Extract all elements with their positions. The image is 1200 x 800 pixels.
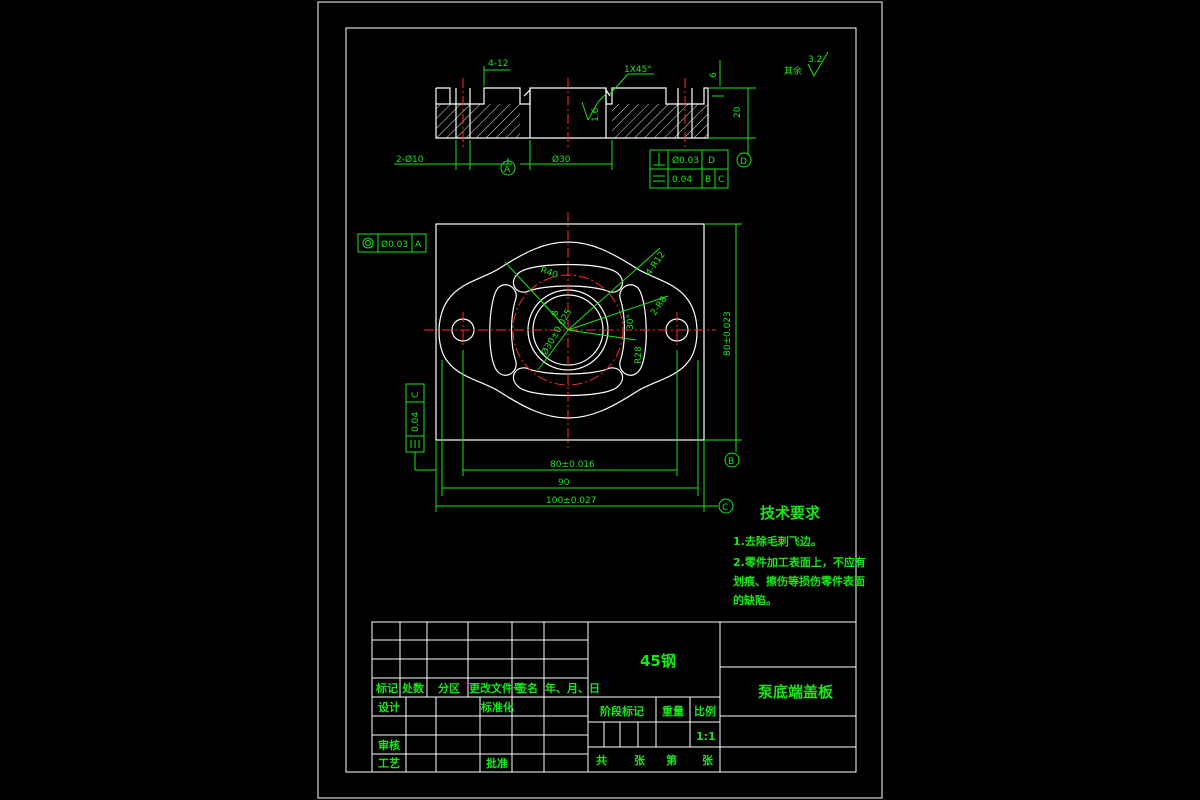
- svg-text:D: D: [708, 156, 715, 166]
- flatness-frame: 0.04 C: [405, 383, 436, 471]
- svg-text:C: C: [718, 175, 724, 185]
- tech-title: 技术要求: [760, 504, 821, 522]
- outer-border: [317, 1, 883, 799]
- hdr-change: 更改文件号: [469, 681, 524, 695]
- width-mid-dim: 90: [558, 478, 570, 488]
- datum-d-label: D: [740, 157, 747, 167]
- section-view: 4-12 2-Ø10 Ø30 1X45° 20 6 1.6 A D Ø0.03 …: [394, 59, 756, 189]
- svg-text:B: B: [705, 175, 711, 185]
- scale-label: 比例: [694, 704, 716, 718]
- hdr-zone: 分区: [438, 681, 460, 695]
- tech-item-2: 2.零件加工表面上，不应有: [733, 555, 866, 569]
- svg-text:其余: 其余: [784, 65, 802, 77]
- sheet-no: 第: [666, 753, 677, 767]
- datum-c-label: C: [722, 503, 728, 513]
- datum-b-label: B: [728, 457, 734, 467]
- width-total-dim: 100±0.027: [546, 496, 596, 506]
- material: 45钢: [640, 652, 676, 670]
- row-standard: 标准化: [480, 700, 514, 714]
- roughness-rest: 其余 3.2: [784, 51, 829, 78]
- svg-text:0.04: 0.04: [672, 175, 692, 185]
- hdr-date: 年、月、日: [545, 681, 600, 695]
- stage-label: 阶段标记: [600, 704, 644, 718]
- position-frame: Ø0.03 A: [357, 233, 427, 253]
- width-holes-dim: 80±0.016: [550, 460, 595, 470]
- scale-value: 1:1: [696, 730, 716, 743]
- datum-a-label: A: [504, 165, 511, 175]
- plan-view: R40 4-R12 2-R8 30° R28 Ø30±0.025 8 80±0.…: [357, 212, 742, 514]
- slot-angle-dim: 4-R12: [644, 250, 667, 278]
- weight-label: 重量: [662, 704, 684, 718]
- roughness-local: 1.6: [591, 107, 601, 122]
- sheets-total: 共: [596, 753, 607, 767]
- center-bore-dim: Ø30: [552, 154, 571, 165]
- tech-requirements: 技术要求 1.去除毛刺飞边。 2.零件加工表面上，不应有 划痕、擦伤等损伤零件表…: [733, 504, 866, 607]
- chamfer-dim: 1X45°: [624, 65, 652, 75]
- height-dim: 20: [733, 106, 743, 118]
- tech-item-4: 的缺陷。: [733, 593, 777, 607]
- tech-item-3: 划痕、擦伤等损伤零件表面: [733, 574, 865, 588]
- height-total-dim: 80±0.023: [723, 311, 733, 356]
- title-block: 标记 处数 分区 更改文件号 签名 年、月、日 设计 标准化 审核 工艺 批准 …: [371, 621, 857, 773]
- step-dim: 6: [709, 72, 719, 78]
- svg-text:Ø0.03: Ø0.03: [381, 239, 408, 250]
- svg-text:3.2: 3.2: [808, 55, 822, 65]
- arc2-dim: R28: [634, 346, 644, 364]
- hdr-mark: 标记: [375, 681, 398, 695]
- svg-text:A: A: [415, 240, 422, 250]
- geometric-frame-parallelism: 0.04 B C: [649, 168, 729, 189]
- row-check: 审核: [378, 738, 400, 752]
- hole-r-dim: 8: [551, 310, 561, 316]
- sheet-unit2: 张: [702, 753, 714, 767]
- angle-dim: 30°: [626, 314, 636, 330]
- row-process: 工艺: [378, 756, 400, 770]
- row-design: 设计: [378, 700, 400, 714]
- svg-text:0.04: 0.04: [411, 412, 421, 432]
- geometric-frame-perpendicularity: Ø0.03 D: [649, 149, 729, 170]
- svg-text:C: C: [411, 392, 421, 398]
- bore-dim: 2-Ø10: [396, 154, 424, 165]
- inner-border: [345, 27, 857, 773]
- tech-item-1: 1.去除毛刺飞边。: [733, 534, 822, 548]
- sheets-unit: 张: [634, 753, 646, 767]
- hdr-sign: 签名: [515, 681, 538, 695]
- svg-text:Ø0.03: Ø0.03: [672, 155, 699, 166]
- hdr-count: 处数: [401, 681, 425, 695]
- row-approve: 批准: [486, 756, 508, 770]
- part-name: 泵底端盖板: [758, 683, 834, 701]
- slot-r-dim: 2-R8: [649, 295, 669, 318]
- pocket-dim: 4-12: [488, 59, 508, 69]
